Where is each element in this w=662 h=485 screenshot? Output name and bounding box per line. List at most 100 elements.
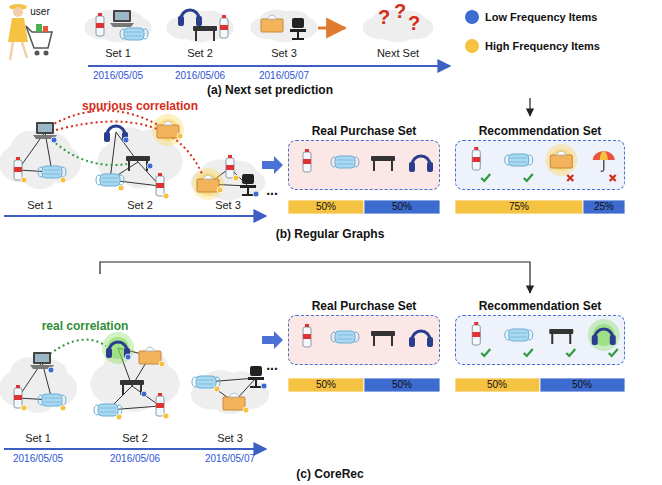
headphones-icon (592, 329, 616, 345)
illustration-part (509, 329, 529, 341)
illustration-part (511, 158, 527, 159)
illustration-part (474, 147, 478, 150)
illustration-part (124, 28, 144, 40)
ratio-bar (540, 378, 625, 392)
arrow-line (4, 448, 266, 450)
bottle-icon (226, 155, 234, 178)
illustration-part (303, 159, 311, 164)
illustration-part (335, 331, 355, 343)
correlation-curve (52, 140, 127, 165)
ratio-bar (288, 200, 364, 214)
cloud (166, 10, 233, 43)
frequency-dot (177, 133, 183, 139)
illustration-part (373, 161, 375, 171)
set-heading: Recommendation Set (479, 299, 602, 313)
illustration-part (337, 164, 353, 165)
frequency-dot (233, 175, 239, 181)
illustration-part (409, 162, 415, 172)
illustration-part (297, 32, 299, 38)
illustration-part (126, 156, 150, 161)
illustration-part (36, 24, 42, 32)
illustration-part (13, 7, 23, 17)
illustration-part (242, 194, 254, 196)
frequency-dot (51, 137, 57, 143)
label-set: Set 1 (25, 432, 51, 445)
illustration-part (337, 339, 353, 340)
illustration-part (592, 335, 598, 345)
illustration-part (156, 396, 164, 416)
table-icon (193, 26, 217, 41)
illustration-part (100, 412, 116, 413)
check-mark (481, 174, 490, 181)
illustration-part (472, 150, 480, 170)
ratio-bar (288, 378, 364, 392)
frequency-dot (125, 354, 131, 360)
illustration-part (511, 337, 527, 338)
label-cap: (a) Next set prediction (207, 84, 333, 98)
illustration-part (156, 176, 164, 196)
illustration-part (196, 16, 202, 26)
illustration-part (211, 387, 249, 414)
label-set: Set 3 (215, 199, 241, 212)
illustration-part (36, 122, 54, 134)
illustration-part (409, 337, 415, 347)
illustration-part (98, 404, 118, 416)
label-set: Next Set (377, 47, 419, 60)
arrow-line (100, 262, 530, 293)
illustration-part (600, 151, 608, 160)
arrow-line (4, 215, 266, 217)
illustration-part (152, 114, 184, 146)
illustration-part (14, 388, 22, 408)
illustration-part (511, 162, 527, 163)
illustration-part (43, 26, 48, 32)
illustration-part (229, 393, 239, 397)
cross-mark (567, 175, 573, 181)
frequency-dot (60, 405, 66, 411)
illustration-part (104, 132, 110, 142)
label-set: Set 1 (27, 199, 53, 212)
illustration-part (126, 36, 142, 37)
illustration-part (44, 174, 60, 175)
headphones-icon (104, 126, 128, 142)
illustration-part (472, 157, 480, 162)
illustration-part (96, 16, 104, 36)
label-pct: 50% (392, 379, 412, 391)
laptop-icon (110, 10, 134, 27)
illustration-part (128, 161, 130, 171)
illustration-part (113, 10, 131, 22)
headphones-icon (178, 10, 202, 26)
check-mark (524, 174, 533, 181)
label-pct: 75% (509, 201, 529, 213)
tissue-icon (223, 393, 245, 410)
frequency-dot (21, 405, 27, 411)
cloud (191, 159, 266, 200)
illustration-part (292, 18, 304, 28)
illustration-part (16, 385, 20, 388)
legend-entry: Low Frequency Items (465, 10, 597, 24)
illustration-part (197, 179, 219, 192)
label-date: 2016/05/05 (13, 453, 63, 465)
label-set: Set 2 (187, 47, 213, 60)
illustration-part (198, 384, 214, 385)
table-icon (371, 331, 395, 346)
illustration-part (33, 352, 51, 364)
bottle-icon (303, 324, 311, 347)
frequency-dot (147, 163, 153, 169)
flow-arrow (262, 156, 283, 174)
table-icon (371, 156, 395, 171)
frequency-dot (48, 367, 54, 373)
illustration-part (38, 124, 52, 132)
illustration-part (44, 170, 60, 171)
illustration-part (157, 119, 179, 141)
laptop-icon (33, 122, 57, 139)
umbrella-icon (593, 151, 615, 171)
illustration-part (220, 18, 228, 38)
label-pct: 50% (316, 201, 336, 213)
label-set: Set 3 (217, 432, 243, 445)
item-set-box: Real Purchase Set (288, 140, 440, 190)
illustration-part (35, 354, 49, 362)
cross-mark (610, 175, 616, 181)
illustration-part (158, 173, 162, 176)
illustration-part (290, 29, 306, 32)
illustration-part (156, 403, 164, 408)
